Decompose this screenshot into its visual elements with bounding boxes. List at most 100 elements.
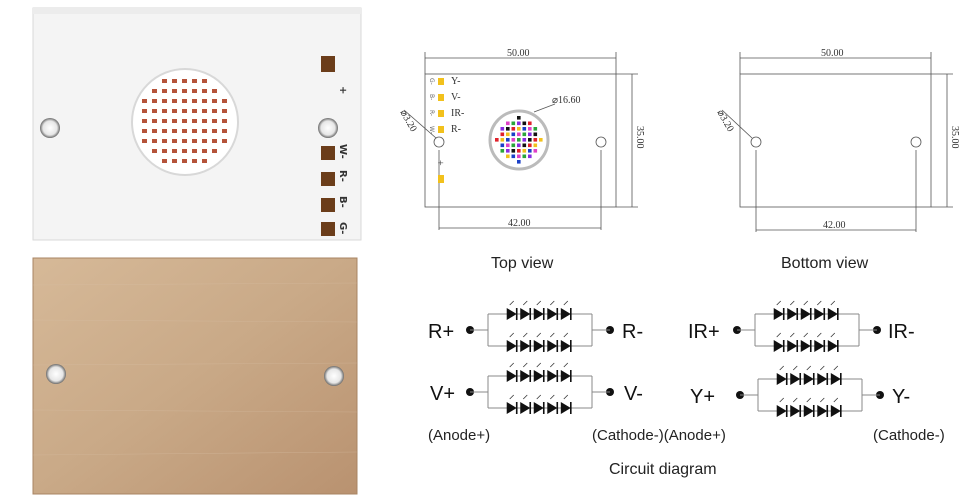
colored-led-chip (522, 154, 527, 159)
colored-led-chip (533, 132, 538, 137)
led-chip (192, 119, 197, 123)
terminal-label-v-plus: V+ (430, 383, 455, 405)
colored-led-chip (506, 149, 510, 153)
label-anode-left: (Anode+) (428, 427, 490, 444)
colored-led-chip (533, 143, 538, 148)
led-chip (222, 139, 227, 143)
light-arrow (509, 300, 515, 306)
bottom-view-drawing (721, 52, 953, 232)
led-chip (182, 89, 187, 93)
colored-led-chip (517, 154, 521, 159)
diode-symbol (817, 373, 828, 385)
led-chip (222, 129, 227, 133)
led-chip (162, 129, 167, 133)
light-arrow (779, 397, 785, 403)
colored-led-chip (528, 132, 532, 137)
light-arrow (833, 397, 839, 403)
colored-led-chip (506, 127, 510, 131)
diode-symbol (803, 405, 814, 417)
led-chip (162, 139, 167, 143)
top-view-small-label-w: W- (428, 126, 435, 134)
colored-led-chip (539, 138, 543, 142)
top-view-dim-height: 35.00 (634, 126, 645, 149)
led-chip (162, 149, 167, 153)
top-view-small-label-r: R- (428, 110, 435, 116)
diode-symbol (533, 402, 544, 414)
pad-label-g: G- (337, 222, 348, 234)
light-arrow (522, 394, 528, 400)
led-chip (172, 159, 177, 163)
led-chip (202, 159, 207, 163)
diode-symbol (776, 373, 787, 385)
light-arrow (792, 397, 798, 403)
diode-symbol (787, 340, 798, 352)
circuit-diagram-caption: Circuit diagram (609, 461, 717, 478)
terminal-label-ir-plus: IR+ (688, 321, 720, 343)
bottom-view-hole-right (910, 136, 922, 148)
led-chip (182, 139, 187, 143)
terminal-label-ir-minus: IR- (888, 321, 915, 343)
top-view-dim-width: 50.00 (507, 48, 530, 59)
diode-symbol (547, 370, 558, 382)
diode-symbol (520, 308, 531, 320)
pad-w (321, 146, 335, 160)
colored-led-chip (522, 138, 527, 142)
led-chip (202, 109, 207, 113)
light-arrow (549, 300, 555, 306)
diode-symbol (547, 308, 558, 320)
colored-led-chip (522, 143, 527, 148)
light-arrow (522, 300, 528, 306)
led-chip (172, 89, 177, 93)
light-arrow (830, 332, 836, 338)
pcb-top-photo: + W- R- B- G- (32, 7, 362, 241)
diode-symbol (814, 340, 825, 352)
diode-symbol (776, 405, 787, 417)
led-chip (182, 149, 187, 153)
diode-symbol (560, 402, 571, 414)
diode-symbol (547, 340, 558, 352)
led-chip (212, 129, 217, 133)
light-arrow (563, 332, 569, 338)
colored-led-chip (517, 149, 521, 153)
bottom-view-dim-hole-dia: ⌀3.20 (714, 108, 735, 134)
colored-led-chip (533, 127, 538, 131)
diode-symbol (827, 308, 838, 320)
colored-led-chip (517, 127, 521, 131)
diode-network (466, 362, 614, 414)
pad-g (321, 222, 335, 236)
diode-symbol (506, 402, 517, 414)
light-arrow (803, 332, 809, 338)
diode-symbol (533, 308, 544, 320)
bottom-view-hole-left (750, 136, 762, 148)
label-cathode-anode: (Cathode-)(Anode+) (592, 427, 726, 444)
led-chip (182, 129, 187, 133)
top-view-small-label-g: G- (428, 78, 435, 85)
colored-led-chip (506, 138, 510, 142)
light-arrow (816, 300, 822, 306)
light-arrow (563, 362, 569, 368)
diode-symbol (817, 405, 828, 417)
pad-label-r: R- (337, 170, 348, 182)
led-chip (172, 129, 177, 133)
colored-led-chip (495, 138, 499, 142)
colored-led-chip (533, 149, 538, 153)
bottom-view-dim-width: 50.00 (821, 48, 844, 59)
diode-symbol (533, 370, 544, 382)
diode-symbol (506, 370, 517, 382)
led-chip (212, 89, 217, 93)
diode-symbol (773, 308, 784, 320)
top-view-hole-right (595, 136, 607, 148)
colored-led-chip (522, 132, 527, 137)
led-chip (162, 109, 167, 113)
led-chip (212, 119, 217, 123)
light-arrow (803, 300, 809, 306)
led-chip (162, 89, 167, 93)
diode-network (736, 365, 884, 417)
light-arrow (776, 300, 782, 306)
top-view-dim-circle-dia: ⌀16.60 (552, 95, 581, 106)
colored-led-chip (522, 127, 527, 131)
pad-label-plus: + (337, 86, 348, 94)
led-chip (172, 79, 177, 83)
led-chip (182, 119, 187, 123)
colored-led-chip (533, 138, 538, 142)
